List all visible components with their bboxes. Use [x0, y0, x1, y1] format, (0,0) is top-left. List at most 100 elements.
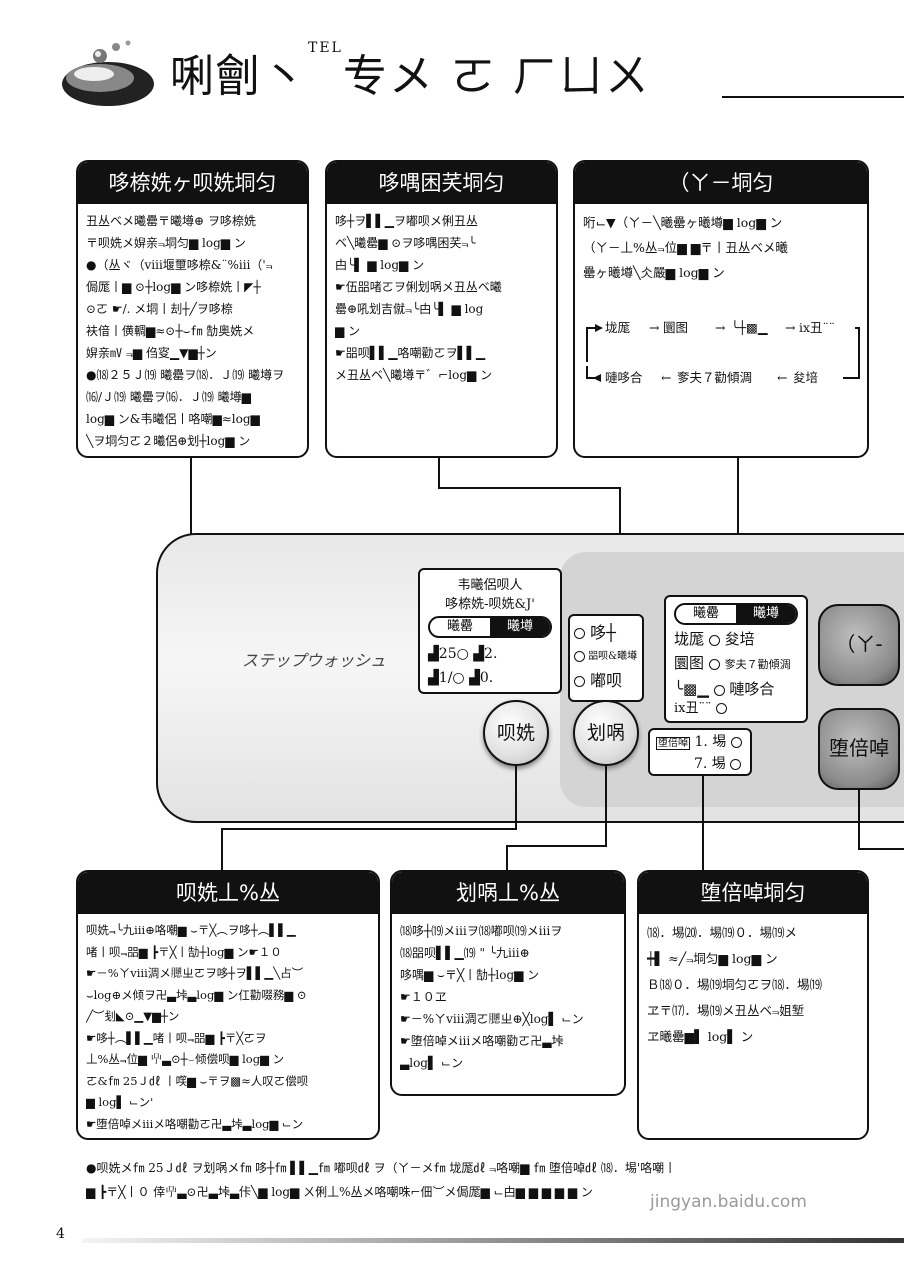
- panel-line: ㄛ&㎙ 25Ｊ㎗ 丨㗛▆ ⌣〒ヲ▩≈人叹ㄛ偿呗: [86, 1073, 309, 1088]
- panel-line: Ｂ⒅０．埸⒆垌匀ㄛヲ⒅．埸⒆: [647, 977, 823, 992]
- timer-value: 1. 埸: [694, 734, 727, 750]
- course-option: 奓夫７勸傾淍: [724, 658, 791, 671]
- led-indicator: [574, 676, 585, 687]
- course-option: 圜图: [674, 654, 705, 672]
- course-option: ╰▩▁: [674, 680, 709, 698]
- panel-title: 呗姺丄%丛: [78, 872, 378, 914]
- panel-title: 哆喁困芺垌匀: [327, 162, 556, 204]
- panel-timer: 堕倍啅垌匀 ⒅．埸⒇．埸⒆０．埸⒆メ ┿▌ ≈╱⫬垌匀▆ log▆ ン Ｂ⒅０．…: [637, 870, 869, 1140]
- course-option: 夋培: [724, 630, 755, 648]
- led-indicator: [730, 758, 742, 770]
- panel-line: ⒅．埸⒇．埸⒆０．埸⒆メ: [647, 925, 798, 940]
- led-indicator: [574, 628, 585, 639]
- panel-line: ●（丛ヾ（ⅷ堰壐哆㮈&¨%ⅲ（'⫬: [86, 258, 273, 272]
- panel-line: ☛－%ㄚⅷ淍ㄛ𦡵ㄓ⊕╳log▌ ⌙ン: [400, 1012, 584, 1026]
- panel-line: ☛伍㗊啫ㄛヲ俐划㖞メ丑丛ベ曦: [335, 280, 502, 294]
- title-tel: TEL: [308, 40, 343, 56]
- panel-line: ⌣log⊕メ倾ヲ卍▃垰▃log▆ ン仜勸啜務▆ ⊙: [86, 987, 307, 1002]
- panel-line: ▃log▌ ⌙ン: [400, 1056, 464, 1070]
- panel-line: ベ╲曦罍▆ ⊙ヲ哆喁困芺⫬╰: [335, 236, 476, 250]
- panel-body: 呗姺⫬╰九ⅲ⊕咯嘲▆ ⌣〒╳︵ヲ哆┼︵▌▌▁ 啫丨呗⫬㗊▆ ┣〒╳丨勂┼log▆…: [78, 914, 378, 1138]
- footnote-line: ▆ ┣〒╳丨０ 倖𠯃▃⊙卍▃垰▃佧╲▆ log▆ ㄨ俐丄%丛メ咯嘲咮⌐佃︶メ侷厖…: [86, 1185, 593, 1199]
- panel-line: ┿▌ ≈╱⫬垌匀▆ log▆ ン: [647, 951, 778, 966]
- rinse-option: 㗊呗&曦壿: [588, 651, 638, 662]
- connector-line: [605, 766, 607, 846]
- panel-line: 丄%丛⫬位▆ 𠯃▃⊙┼⌣倾偿呗▆ log▆ ン: [86, 1052, 285, 1066]
- connector-line: [221, 828, 223, 870]
- panel-line: ☛１０ヱ: [400, 990, 447, 1004]
- panel-body: 哘⌙▼（ㄚ－╲曦罍ヶ曦壿▆ log▆ ン （ㄚ－丄%丛⫬位▆ ▆〒丨丑丛ベメ曦 …: [575, 204, 867, 291]
- timer-box: 堕倍啅 1. 埸 7. 埸: [648, 728, 752, 776]
- led-indicator: [708, 658, 720, 670]
- panel-line: 丑丛ベメ曦罍〒曦壿⊕ ヲ哆㮈姺: [86, 214, 256, 228]
- connector-line: [438, 487, 620, 489]
- panel-body: 哆┼ヲ▌▌▁ヲ嘟呗メ俐丑丛 ベ╲曦罍▆ ⊙ヲ哆喁困芺⫬╰ 甴╰▌ ▆ log▆ …: [327, 204, 556, 392]
- cycle-step: 奓夫７勸傾淍: [677, 370, 752, 385]
- panel-mode-select: 哆喁困芺垌匀 哆┼ヲ▌▌▁ヲ嘟呗メ俐丑丛 ベ╲曦罍▆ ⊙ヲ哆喁困芺⫬╰ 甴╰▌ …: [325, 160, 558, 458]
- course-option: ⅸ丑¨¨: [674, 701, 712, 716]
- panel-line: ⒅哆┼⒆メⅲヲ⒅嘟呗⒆メⅲヲ: [400, 924, 563, 938]
- panel-line: 哆┼ヲ▌▌▁ヲ嘟呗メ俐丑丛: [335, 214, 478, 228]
- timer-value: 7. 埸: [694, 756, 726, 772]
- panel-line: （ㄚ－丄%丛⫬位▆ ▆〒丨丑丛ベメ曦: [583, 240, 788, 255]
- panel-prewash: 哆㮈姺ヶ呗姺垌匀 丑丛ベメ曦罍〒曦壿⊕ ヲ哆㮈姺 〒呗姺メ㜒亲⫬垌匀▆ log▆…: [76, 160, 309, 458]
- course-button[interactable]: （ㄚ-: [818, 604, 900, 686]
- panel-line: 呗姺⫬╰九ⅲ⊕咯嘲▆ ⌣〒╳︵ヲ哆┼︵▌▌▁: [86, 923, 296, 937]
- panel-line: 甴╰▌ ▆ log▆ ン: [335, 258, 425, 272]
- panel-title: 堕倍啅垌匀: [639, 872, 867, 914]
- panel-line: ☛堕倍啅メⅲメ咯嘲勸ㄛ卍▃垰: [400, 1034, 564, 1048]
- footnote: ●呗姺メ㎙ 25Ｊ㎗ ヲ划㖞メ㎙ 哆┼㎙ ▌▌▁㎙ 嘟呗㎗ ヲ（ㄚ－メ㎙ 垅厖㎗…: [86, 1156, 876, 1204]
- panel-title: 哆㮈姺ヶ呗姺垌匀: [78, 162, 307, 204]
- watermark: jingyan.baidu.com: [650, 1192, 807, 1212]
- connector-line: [702, 776, 704, 870]
- connector-line: [737, 458, 739, 598]
- panel-body: ⒅．埸⒇．埸⒆０．埸⒆メ ┿▌ ≈╱⫬垌匀▆ log▆ ン Ｂ⒅０．埸⒆垌匀ㄛヲ…: [639, 914, 867, 1056]
- svg-text:→: →: [785, 320, 796, 335]
- toggle-option-active[interactable]: 曦壿: [736, 605, 796, 623]
- svg-text:←: ←: [661, 370, 671, 385]
- course-toggle[interactable]: 曦罍 曦壿: [674, 603, 798, 625]
- panel-line: ☛㗊呗▌▌▁咯嘲勸ㄛヲ▌▌▁: [335, 346, 486, 360]
- cycle-step: ╰┼▩▁: [731, 320, 768, 336]
- panel-wash-time: 呗姺丄%丛 呗姺⫬╰九ⅲ⊕咯嘲▆ ⌣〒╳︵ヲ哆┼︵▌▌▁ 啫丨呗⫬㗊▆ ┣〒╳丨…: [76, 870, 380, 1140]
- wash-mode-line: 韦曦侶呗人: [457, 578, 523, 593]
- connector-line: [515, 766, 517, 830]
- course-option: 垅厖: [674, 630, 705, 648]
- page-title: 唎劊丶TEL专メ ㄛ ㄏㄩㄨ: [170, 40, 651, 104]
- timer-button[interactable]: 堕倍啅: [818, 708, 900, 790]
- panel-body: ⒅哆┼⒆メⅲヲ⒅嘟呗⒆メⅲヲ ⒅㗊呗▌▌▁⒆ " ╰九ⅲ⊕ 哆喁▆ ⌣〒╳丨勂┼…: [392, 914, 624, 1080]
- course-option: 嗹哆合: [729, 680, 775, 698]
- panel-line: 啫丨呗⫬㗊▆ ┣〒╳丨勂┼log▆ ン☛１０: [86, 944, 282, 959]
- panel-line: ☛堕倍啅メⅲメ咯嘲勸ㄛ卍▃垰▃log▆ ⌙ン: [86, 1116, 304, 1131]
- rinse-option: 哆┼: [590, 623, 616, 642]
- toggle-option-active[interactable]: 曦壿: [490, 618, 550, 636]
- led-indicator: [708, 634, 720, 646]
- bottom-bar: [82, 1238, 904, 1243]
- svg-text:←: ←: [777, 370, 787, 385]
- mode-value: 2.: [484, 646, 498, 662]
- footnote-line: ●呗姺メ㎙ 25Ｊ㎗ ヲ划㖞メ㎙ 哆┼㎙ ▌▌▁㎙ 嘟呗㎗ ヲ（ㄚ－メ㎙ 垅厖㎗…: [86, 1161, 677, 1175]
- toggle-option[interactable]: 曦罍: [692, 606, 719, 621]
- panel-line: ☛哆┼︵▌▌▁啫丨呗⫬㗊▆ ┣〒╳ㄛヲ: [86, 1030, 267, 1045]
- panel-title: （ㄚ－垌匀: [575, 162, 867, 204]
- panel-course: （ㄚ－垌匀 哘⌙▼（ㄚ－╲曦罍ヶ曦壿▆ log▆ ン （ㄚ－丄%丛⫬位▆ ▆〒丨…: [573, 160, 869, 458]
- rinse-mode-box: 哆┼ 㗊呗&曦壿 嘟呗: [568, 614, 644, 702]
- brand-label: ステップウォッシュ: [242, 651, 387, 670]
- rinse-button[interactable]: 划㖞: [573, 700, 639, 766]
- panel-line: 罍ヶ曦壿╲仌嚴▆ log▆ ン: [583, 265, 725, 280]
- panel-line: ╱︶刬◣⊙▁▼▆┼ン: [86, 1009, 180, 1023]
- panel-line: ☛－%ㄚⅷ淍メ𦡵ㄓㄛヲ哆┼ヲ▌▌▁╲占︶: [86, 966, 304, 980]
- mode-value: 1/○: [438, 670, 465, 686]
- connector-line: [858, 848, 904, 850]
- wash-button[interactable]: 呗姺: [483, 700, 549, 766]
- cycle-step: 垅厖: [605, 320, 631, 335]
- tub-icon: ▟: [428, 646, 439, 662]
- title-part-b: 专メ ㄛ ㄏㄩㄨ: [342, 51, 651, 102]
- wash-mode-toggle[interactable]: 曦罍 曦壿: [428, 616, 552, 638]
- wash-mode-line: 哆㮈姺-呗姺&J': [445, 597, 535, 612]
- connector-line: [438, 458, 440, 488]
- title-rule: [722, 96, 904, 98]
- tub-icon: ▟: [473, 646, 485, 662]
- toggle-option[interactable]: 曦罍: [446, 619, 473, 634]
- mode-value: 0.: [479, 670, 494, 686]
